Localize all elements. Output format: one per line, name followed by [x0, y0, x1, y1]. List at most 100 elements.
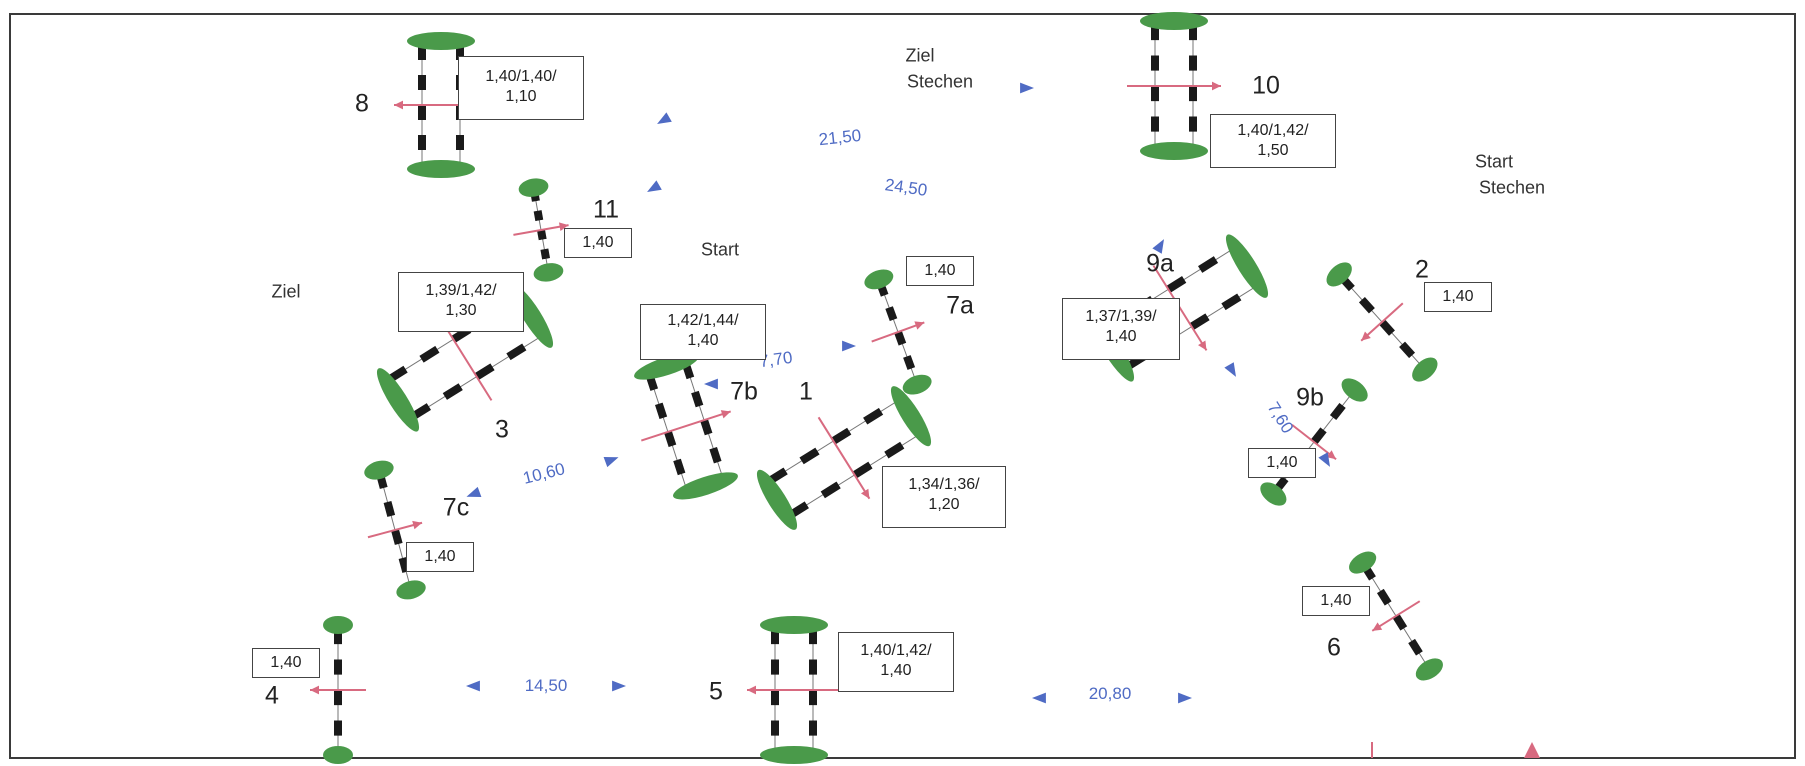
finish-jumpoff-label-line1: Ziel: [905, 45, 935, 66]
distance-marker: [466, 680, 480, 692]
height-box-1: 1,34/1,36/1,20: [882, 466, 1006, 528]
fence-standard: [1326, 262, 1352, 287]
fence-7c: [364, 460, 426, 600]
finish-label: Ziel: [271, 281, 301, 302]
fence-number-2: 2: [1415, 255, 1429, 284]
jump-direction-arrow: [640, 410, 732, 442]
jump-direction-arrowhead: [1372, 622, 1383, 631]
height-box-6: 1,40: [1302, 586, 1370, 616]
fence-standard: [1140, 142, 1208, 160]
distance-marker: [1032, 692, 1046, 704]
fence-number-3: 3: [495, 415, 509, 444]
fence-standard: [756, 469, 798, 530]
fence-standard: [760, 616, 828, 634]
jump-direction-arrow: [1371, 600, 1421, 632]
jump-direction-arrow: [817, 416, 871, 500]
fence-standard: [1349, 551, 1377, 574]
fence-standard: [673, 472, 738, 500]
distance-marker: [647, 180, 662, 192]
course-border: [9, 13, 1796, 759]
jump-direction-arrowhead: [1326, 450, 1337, 460]
fence-standard: [1412, 357, 1438, 382]
jump-direction-arrowhead: [558, 222, 569, 231]
fence-11: [513, 178, 569, 282]
fence-standard: [864, 269, 894, 290]
height-box-7c: 1,40: [406, 542, 474, 572]
distance-marker: [1318, 452, 1330, 467]
height-box-8: 1,40/1,40/1,10: [458, 56, 584, 120]
jump-direction-arrowhead: [914, 321, 925, 330]
fence-standard: [1225, 234, 1269, 298]
fence-number-1: 1: [799, 377, 813, 406]
distance-marker: [1152, 239, 1164, 254]
jump-direction-arrow: [1360, 302, 1404, 342]
fence-standard: [407, 32, 475, 50]
jump-direction-arrow: [367, 521, 423, 539]
jump-direction-arrowhead: [860, 488, 870, 499]
jump-direction-arrow: [1152, 265, 1208, 351]
height-box-7a: 1,40: [906, 256, 974, 286]
fence-standard: [323, 616, 353, 634]
jump-direction-arrowhead: [394, 100, 404, 110]
fence-standard: [1341, 378, 1368, 402]
fence-number-7c: 7c: [442, 493, 470, 522]
fence-number-4: 4: [265, 681, 279, 710]
fence-1: [756, 386, 932, 530]
fence-7a: [864, 269, 932, 395]
fence-7b: [634, 352, 738, 500]
fence-standard: [760, 746, 828, 764]
jump-direction-arrowhead: [1211, 81, 1221, 91]
fence-standard: [533, 263, 564, 282]
jump-direction-arrowhead: [747, 685, 757, 695]
fence-5: [747, 616, 841, 764]
height-box-7b: 1,42/1,44/1,40: [640, 304, 766, 360]
height-box-3: 1,39/1,42/1,30: [398, 272, 524, 332]
height-box-4: 1,40: [252, 648, 320, 678]
height-box-11: 1,40: [564, 228, 632, 258]
jump-direction-arrowhead: [720, 410, 731, 419]
start-label: Start: [700, 239, 740, 260]
fence-standard: [902, 374, 932, 395]
fence-number-9b: 9b: [1296, 383, 1324, 412]
height-box-9b: 1,40: [1248, 448, 1316, 478]
distance-label: 14,50: [524, 676, 568, 695]
distance-marker: [704, 378, 718, 390]
fence-standard: [890, 386, 932, 447]
jump-direction-arrow: [513, 224, 569, 236]
height-box-2: 1,40: [1424, 282, 1492, 312]
distance-marker: [612, 680, 626, 692]
distance-marker: [603, 456, 619, 468]
distance-label: 20,80: [1088, 684, 1132, 703]
fence-10: [1127, 12, 1221, 160]
height-box-10: 1,40/1,42/1,50: [1210, 114, 1336, 168]
fence-6: [1349, 551, 1443, 681]
fence-standard: [364, 460, 394, 480]
jump-direction-arrow: [1291, 423, 1337, 461]
fence-standard: [396, 580, 426, 600]
fence-standard: [1260, 482, 1287, 506]
distance-marker: [1224, 362, 1236, 377]
fence-number-8: 8: [355, 89, 369, 118]
finish-jumpoff-label-line2: Stechen: [906, 71, 974, 92]
jump-direction-arrowhead: [310, 685, 320, 695]
distance-marker: [657, 112, 672, 124]
jump-direction-arrow: [871, 321, 925, 343]
edge-arrow: [1524, 742, 1540, 758]
start-jumpoff-label-line1: Start: [1474, 151, 1514, 172]
height-box-9a: 1,37/1,39/1,40: [1062, 298, 1180, 360]
fence-number-7a: 7a: [946, 291, 974, 320]
distance-marker: [466, 486, 482, 498]
start-jumpoff-label-line2: Stechen: [1478, 177, 1546, 198]
distance-marker: [842, 340, 856, 352]
jump-direction-arrowhead: [1361, 331, 1371, 341]
height-box-5: 1,40/1,42/1,40: [838, 632, 954, 692]
jump-direction-arrowhead: [1198, 340, 1207, 351]
fence-number-6: 6: [1327, 633, 1341, 662]
fence-number-10: 10: [1252, 71, 1280, 100]
fence-standard: [407, 160, 475, 178]
distance-marker: [1020, 82, 1034, 94]
fence-standard: [376, 368, 420, 432]
distance-marker: [1178, 692, 1192, 704]
fence-4: [310, 616, 366, 764]
fence-standard: [1415, 658, 1443, 681]
